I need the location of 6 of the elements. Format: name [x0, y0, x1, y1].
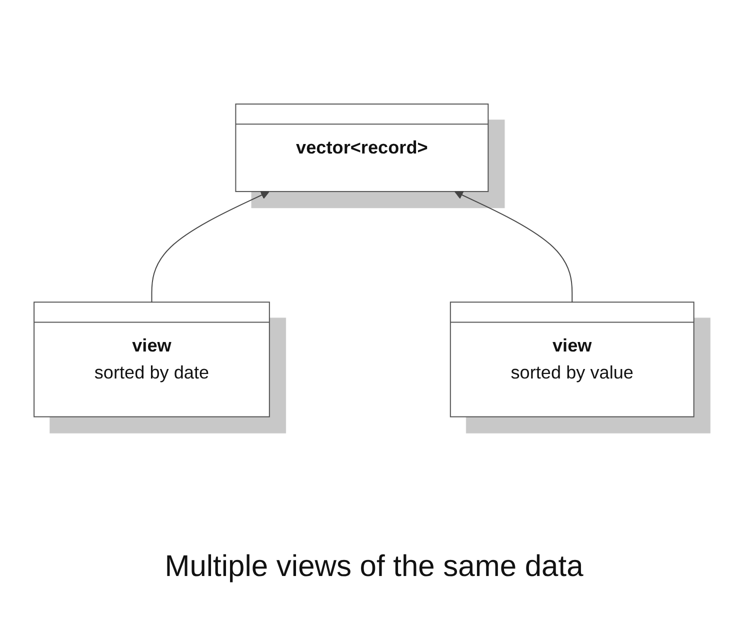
class-box: vector<record>: [235, 103, 489, 192]
class-box: view sorted by date: [34, 301, 270, 417]
class-box: view sorted by value: [450, 301, 694, 417]
arrow: [151, 190, 270, 302]
caption: Multiple views of the same data: [164, 550, 584, 584]
arrow: [454, 190, 573, 302]
